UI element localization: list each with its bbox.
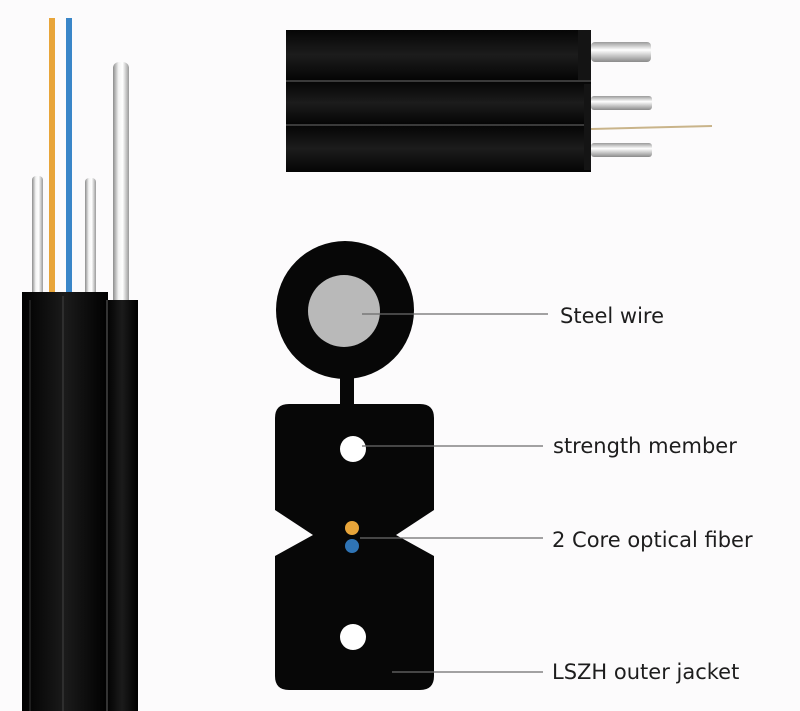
blue-fiber: [66, 18, 72, 300]
strength-wire-left: [32, 176, 43, 300]
cable-top-view-illustration: [286, 30, 713, 172]
strength-wire-end-top: [591, 96, 652, 110]
web-neck: [340, 372, 354, 412]
steel-wire-label: Steel wire: [560, 304, 665, 328]
steel-wire-end: [591, 42, 651, 62]
cable-cross-section-diagram: [275, 241, 434, 690]
leader-lines: [360, 313, 548, 673]
strength-wire-middle: [85, 178, 96, 300]
strength-member-top: [340, 436, 366, 462]
strength-wire-end-bottom: [591, 143, 652, 157]
strength-member-bottom: [340, 624, 366, 650]
outer-jacket-label: LSZH outer jacket: [552, 660, 740, 684]
fiber-blue: [345, 539, 359, 553]
fiber-orange: [345, 521, 359, 535]
cable-side-view-illustration: [22, 18, 138, 711]
optical-fiber-label: 2 Core optical fiber: [552, 528, 753, 552]
jacket-body-main: [22, 292, 108, 711]
strength-member-label: strength member: [553, 434, 737, 458]
orange-fiber: [49, 18, 55, 300]
fiber-end: [590, 125, 713, 130]
steel-wire-core: [308, 275, 380, 347]
steel-wire-tall: [113, 62, 129, 308]
jacket-body-messenger: [106, 300, 138, 711]
